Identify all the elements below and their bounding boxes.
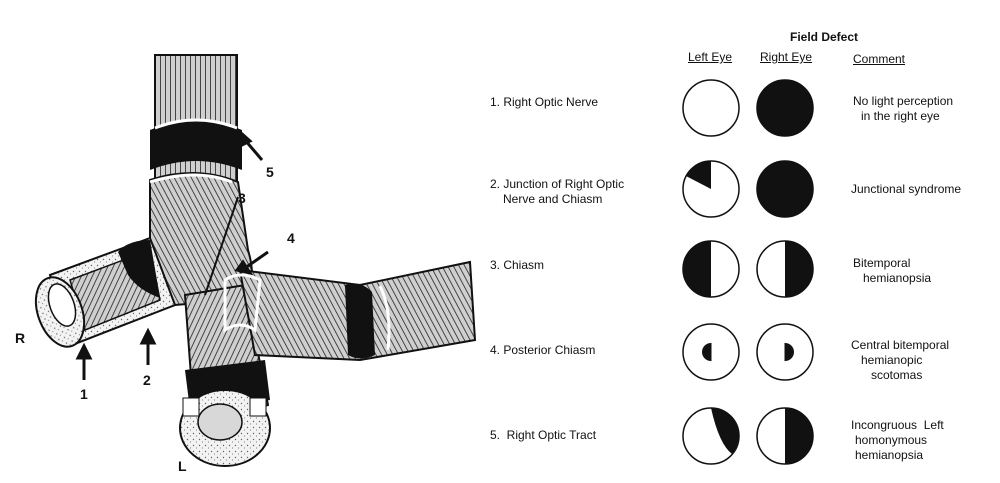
row-1-left-eye-field	[682, 79, 740, 137]
lesion-marker-1: 1	[80, 386, 88, 402]
left-optic-nerve	[179, 283, 271, 467]
optic-chiasm-illustration	[34, 54, 477, 467]
row-5-comment: Incongruous Left homonymous hemianopsia	[851, 418, 944, 462]
row-5-label: 5. Right Optic Tract	[490, 428, 597, 442]
row-2-label: 2. Junction of Right Optic Nerve and Chi…	[490, 177, 625, 206]
row-4-left-eye-field	[682, 323, 740, 381]
row-2-left-eye-field	[682, 160, 740, 218]
right-optic-tract	[223, 260, 477, 362]
row-4-comment: Central bitemporal hemianopic scotomas	[851, 338, 950, 382]
header-right-eye: Right Eye	[760, 50, 813, 64]
lesion-marker-5: 5	[266, 164, 274, 180]
side-label-right: R	[15, 330, 26, 346]
row-3-left-eye-field	[682, 240, 740, 298]
row-2-right-eye-field	[756, 160, 814, 218]
lesion-marker-2: 2	[143, 372, 151, 388]
table-title: Field Defect	[790, 30, 859, 44]
right-optic-nerve	[34, 236, 177, 348]
row-1-label: 1. Right Optic Nerve	[490, 95, 599, 109]
row-1-comment: No light perception in the right eye	[853, 94, 954, 123]
row-5-right-eye-field	[756, 407, 814, 465]
row-2-comment: Junctional syndrome	[851, 182, 962, 196]
lesion-marker-4: 4	[287, 230, 295, 246]
side-label-left: L	[178, 458, 187, 474]
lesion-marker-3: 3	[238, 190, 246, 206]
header-left-eye: Left Eye	[688, 50, 733, 64]
row-4-label: 4. Posterior Chiasm	[490, 343, 596, 357]
row-3-label: 3. Chiasm	[490, 258, 545, 272]
header-comment: Comment	[853, 52, 906, 66]
row-5-left-eye-field	[682, 407, 740, 465]
row-3-comment: Bitemporal hemianopsia	[853, 256, 932, 285]
upper-nerve	[150, 54, 242, 186]
row-4-right-eye-field	[756, 323, 814, 381]
row-1-right-eye-field	[756, 79, 814, 137]
lesion-arrows	[75, 129, 269, 380]
row-3-right-eye-field	[756, 240, 814, 298]
